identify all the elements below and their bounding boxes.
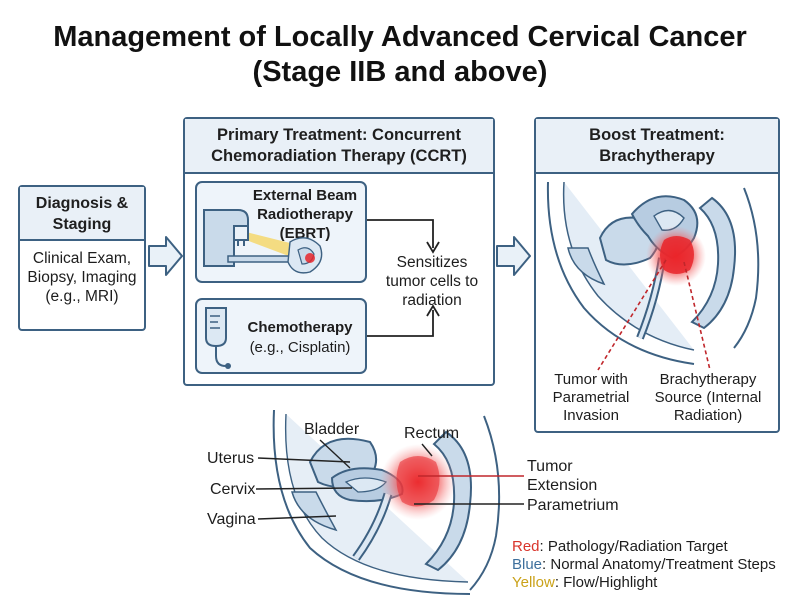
vagina-label: Vagina [207,511,256,528]
cervix-label: Cervix [210,481,256,498]
legend-key-red: Red [512,538,540,555]
legend-text-yellow: : Flow/Highlight [554,574,658,591]
parametrium-label: Parametrium [527,497,619,514]
sensitization-effect-text: Sensitizes tumor cells to radiation [385,254,479,309]
legend-blue: Blue: Normal Anatomy/Treatment Steps [512,556,776,574]
ebrt-label: External Beam Radiotherapy (EBRT) [252,187,358,242]
legend-key-yellow: Yellow [512,574,555,591]
diagnosis-heading: Diagnosis & Staging [20,187,144,241]
diagnosis-details: Clinical Exam, Biopsy, Imaging (e.g., MR… [27,250,137,305]
page-title: Management of Locally Advanced Cervical … [53,21,747,53]
primary-heading-line1: Primary Treatment: Concurrent [217,126,461,144]
tumor-extension-label: Tumor Extension [527,458,598,494]
chemotherapy-label: Chemotherapy [247,319,353,336]
pelvic-anatomy-illustration [272,409,501,595]
tumor-invasion-label: Tumor with Parametrial Invasion [552,371,630,424]
anatomy-leader-lines [255,439,524,520]
legend-yellow: Yellow: Flow/Highlight [512,574,776,592]
boost-pointer-lines [597,259,711,371]
page-subtitle: (Stage IIB and above) [252,56,548,88]
linac-machine-icon [203,209,323,274]
boost-heading-line1: Boost Treatment: [589,126,725,144]
chemotherapy-detail: (e.g., Cisplatin) [249,339,351,356]
uterus-label: Uterus [207,450,255,467]
color-legend: Red: Pathology/Radiation Target Blue: No… [512,538,776,592]
iv-bag-icon [205,307,231,369]
brachytherapy-source-label: Brachytherapy Source (Internal Radiation… [654,371,762,424]
diagnosis-panel: Diagnosis & Staging Clinical Exam, Biops… [18,185,146,331]
legend-text-blue: : Normal Anatomy/Treatment Steps [542,556,776,573]
legend-key-blue: Blue [512,556,543,573]
legend-text-red: : Pathology/Radiation Target [539,538,728,555]
primary-heading: Primary Treatment: Concurrent Chemoradia… [185,119,493,174]
boost-heading: Boost Treatment: Brachytherapy [536,119,778,174]
legend-red: Red: Pathology/Radiation Target [512,538,776,556]
flow-arrow-diagnosis-to-primary [148,236,183,276]
chemoradiation-connectors [367,219,440,337]
bladder-label: Bladder [304,421,360,438]
boost-heading-line2: Brachytherapy [599,147,715,165]
primary-heading-line2: Chemoradiation Therapy (CCRT) [211,147,467,165]
brachytherapy-anatomy-illustration [546,181,760,365]
flow-arrow-primary-to-boost [496,236,531,276]
rectum-label: Rectum [404,425,460,442]
